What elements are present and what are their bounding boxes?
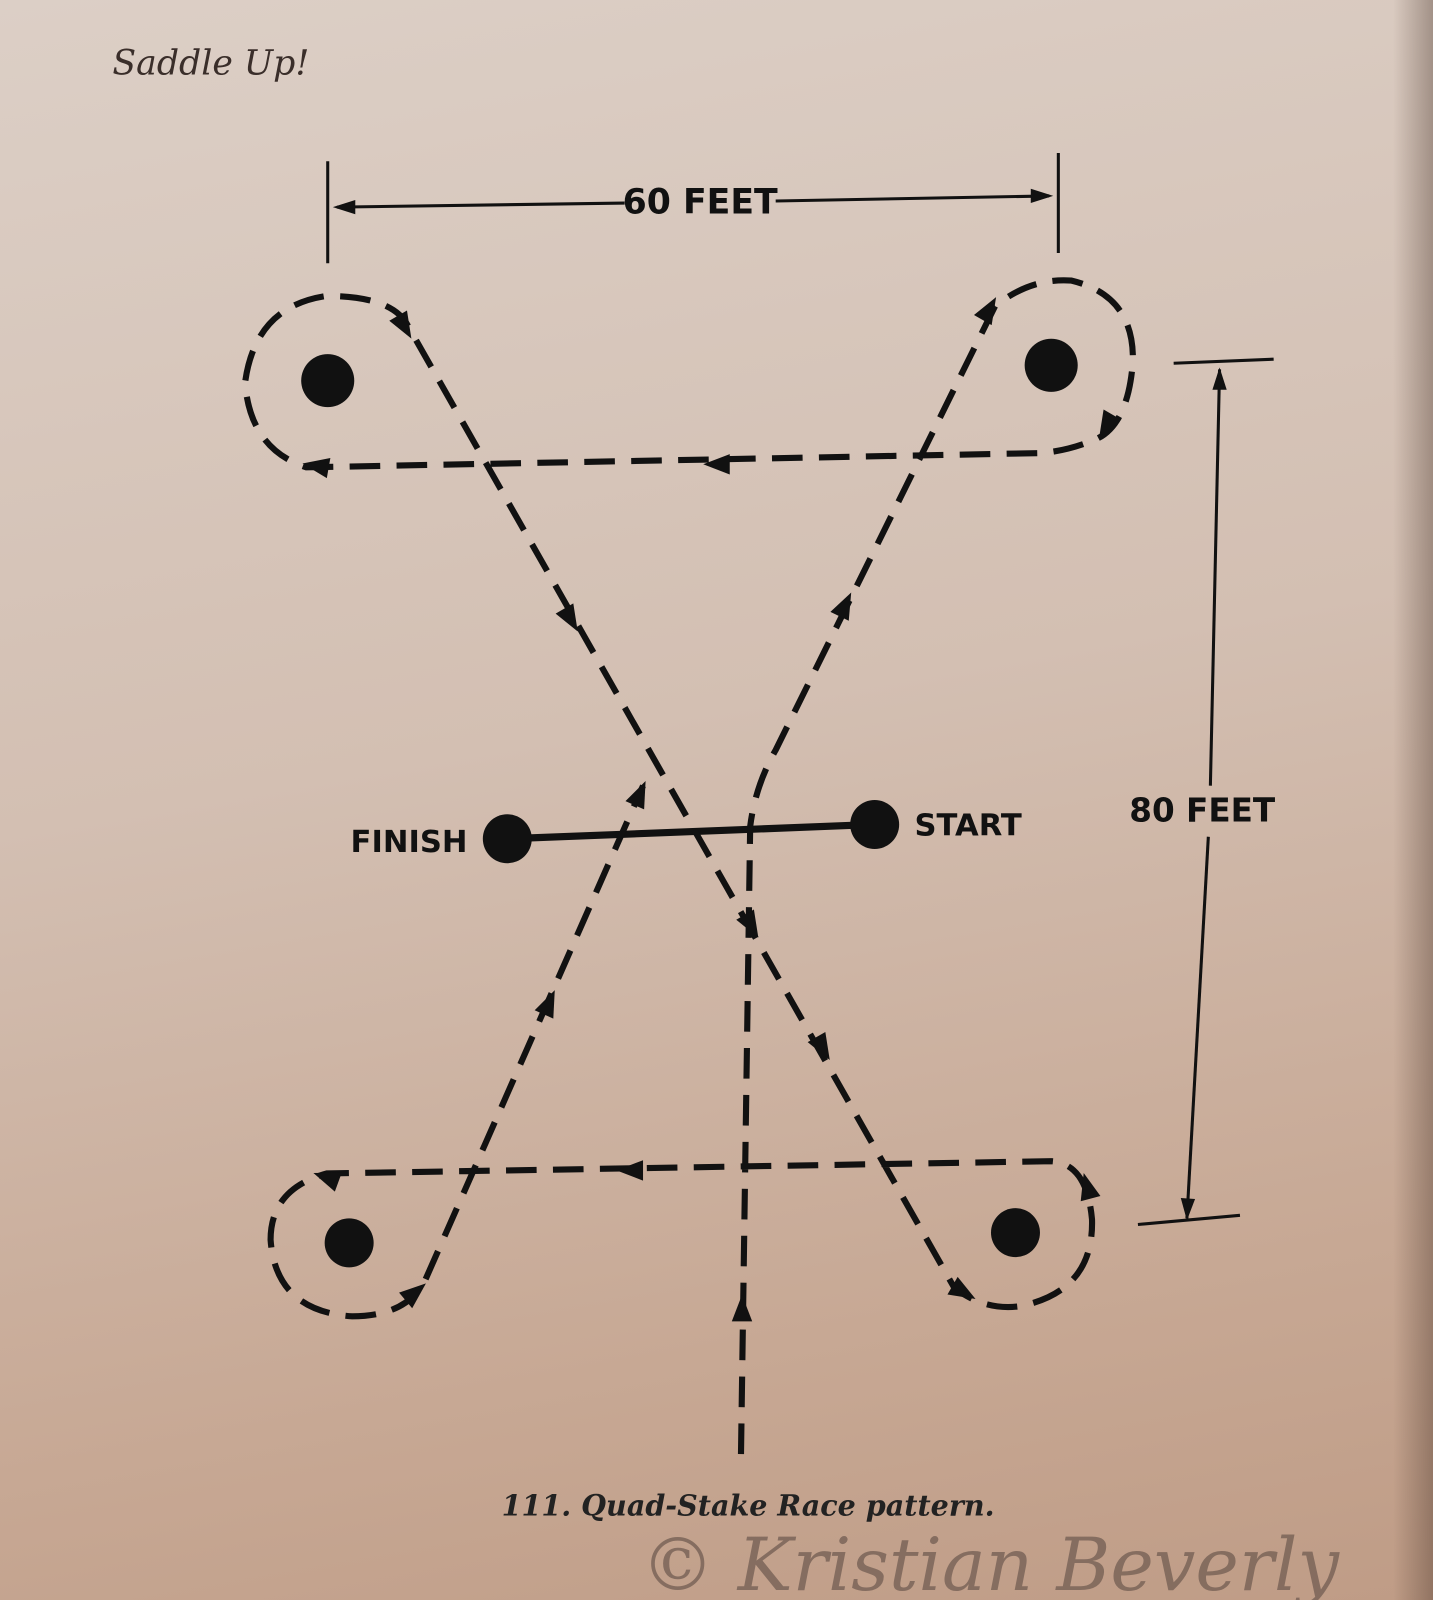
- stake-bottom-right: [990, 1208, 1040, 1258]
- watermark: © Kristian Beverly: [641, 1523, 1340, 1600]
- length-dimension: 80 FEET: [1129, 357, 1276, 1227]
- finish-label: FINISH: [351, 825, 468, 860]
- length-label: 80 FEET: [1129, 791, 1276, 829]
- start-marker: [850, 800, 900, 849]
- stake-bottom-left: [324, 1218, 374, 1268]
- start-label: START: [914, 809, 1021, 844]
- stake-top-left: [301, 354, 355, 408]
- figure-caption: 111. Quad-Stake Race pattern.: [502, 1488, 995, 1522]
- direction-arrows: [302, 297, 1122, 1322]
- width-dimension: 60 FEET: [326, 153, 1060, 264]
- start-finish-line: FINISH START: [351, 800, 1022, 864]
- finish-marker: [482, 814, 532, 864]
- page-edge-shadow: [1393, 0, 1433, 1600]
- race-path: [241, 277, 1136, 1455]
- stake-top-right: [1024, 338, 1078, 392]
- width-label: 60 FEET: [623, 182, 778, 222]
- page-header: Saddle Up!: [112, 43, 309, 83]
